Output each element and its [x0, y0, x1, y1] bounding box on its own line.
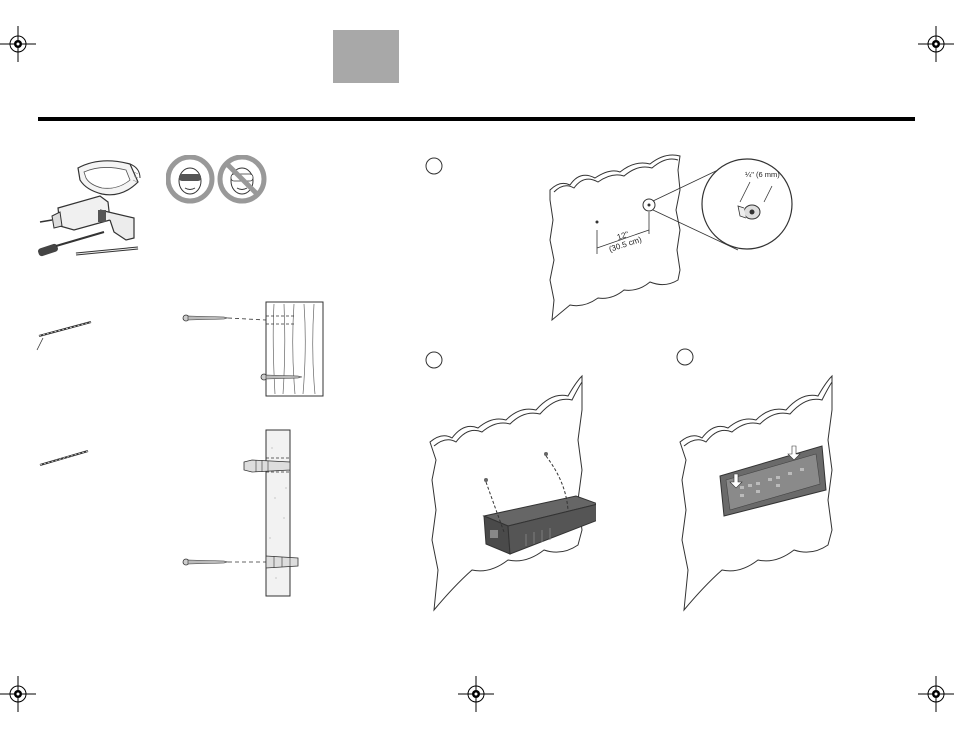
face-with-goggles-icon: [168, 157, 212, 201]
step-1-wall-diagram: 12" (30.5 cm) ¼" (6 mm): [540, 130, 820, 345]
wall-anchor-icon: [244, 460, 290, 472]
tools-illustration: [30, 150, 150, 265]
registration-mark-bottom-center: [458, 676, 494, 712]
hole-depth-label: ¼" (6 mm): [745, 170, 780, 179]
section-tab: [333, 30, 399, 83]
step-2-wall-diagram: [426, 370, 596, 615]
registration-mark-top-left: [0, 26, 36, 62]
drill-bit-icon: [35, 316, 95, 352]
power-drill-icon: [40, 196, 134, 240]
no-goggles-prohibited-icon: [220, 157, 264, 201]
step-3-wall-diagram: [676, 370, 846, 615]
masonry-drill-bit-icon: [36, 447, 92, 469]
anchor-screw-icon: [183, 559, 228, 565]
pencil-icon: [76, 248, 138, 254]
registration-mark-bottom-left: [0, 676, 36, 712]
drywall-anchor-diagram: [180, 428, 305, 598]
header-rule: [38, 117, 915, 121]
step-1-marker: [424, 156, 444, 176]
registration-mark-bottom-right: [918, 676, 954, 712]
step-2-marker: [424, 350, 444, 370]
step-3-marker: [675, 347, 695, 367]
safety-goggles-icon: [78, 161, 140, 195]
wood-screw-icon: [183, 315, 228, 321]
wood-stud-diagram: [180, 300, 330, 398]
registration-mark-top-right: [918, 26, 954, 62]
safety-icons: [166, 155, 268, 205]
installed-anchor-icon: [266, 556, 298, 568]
